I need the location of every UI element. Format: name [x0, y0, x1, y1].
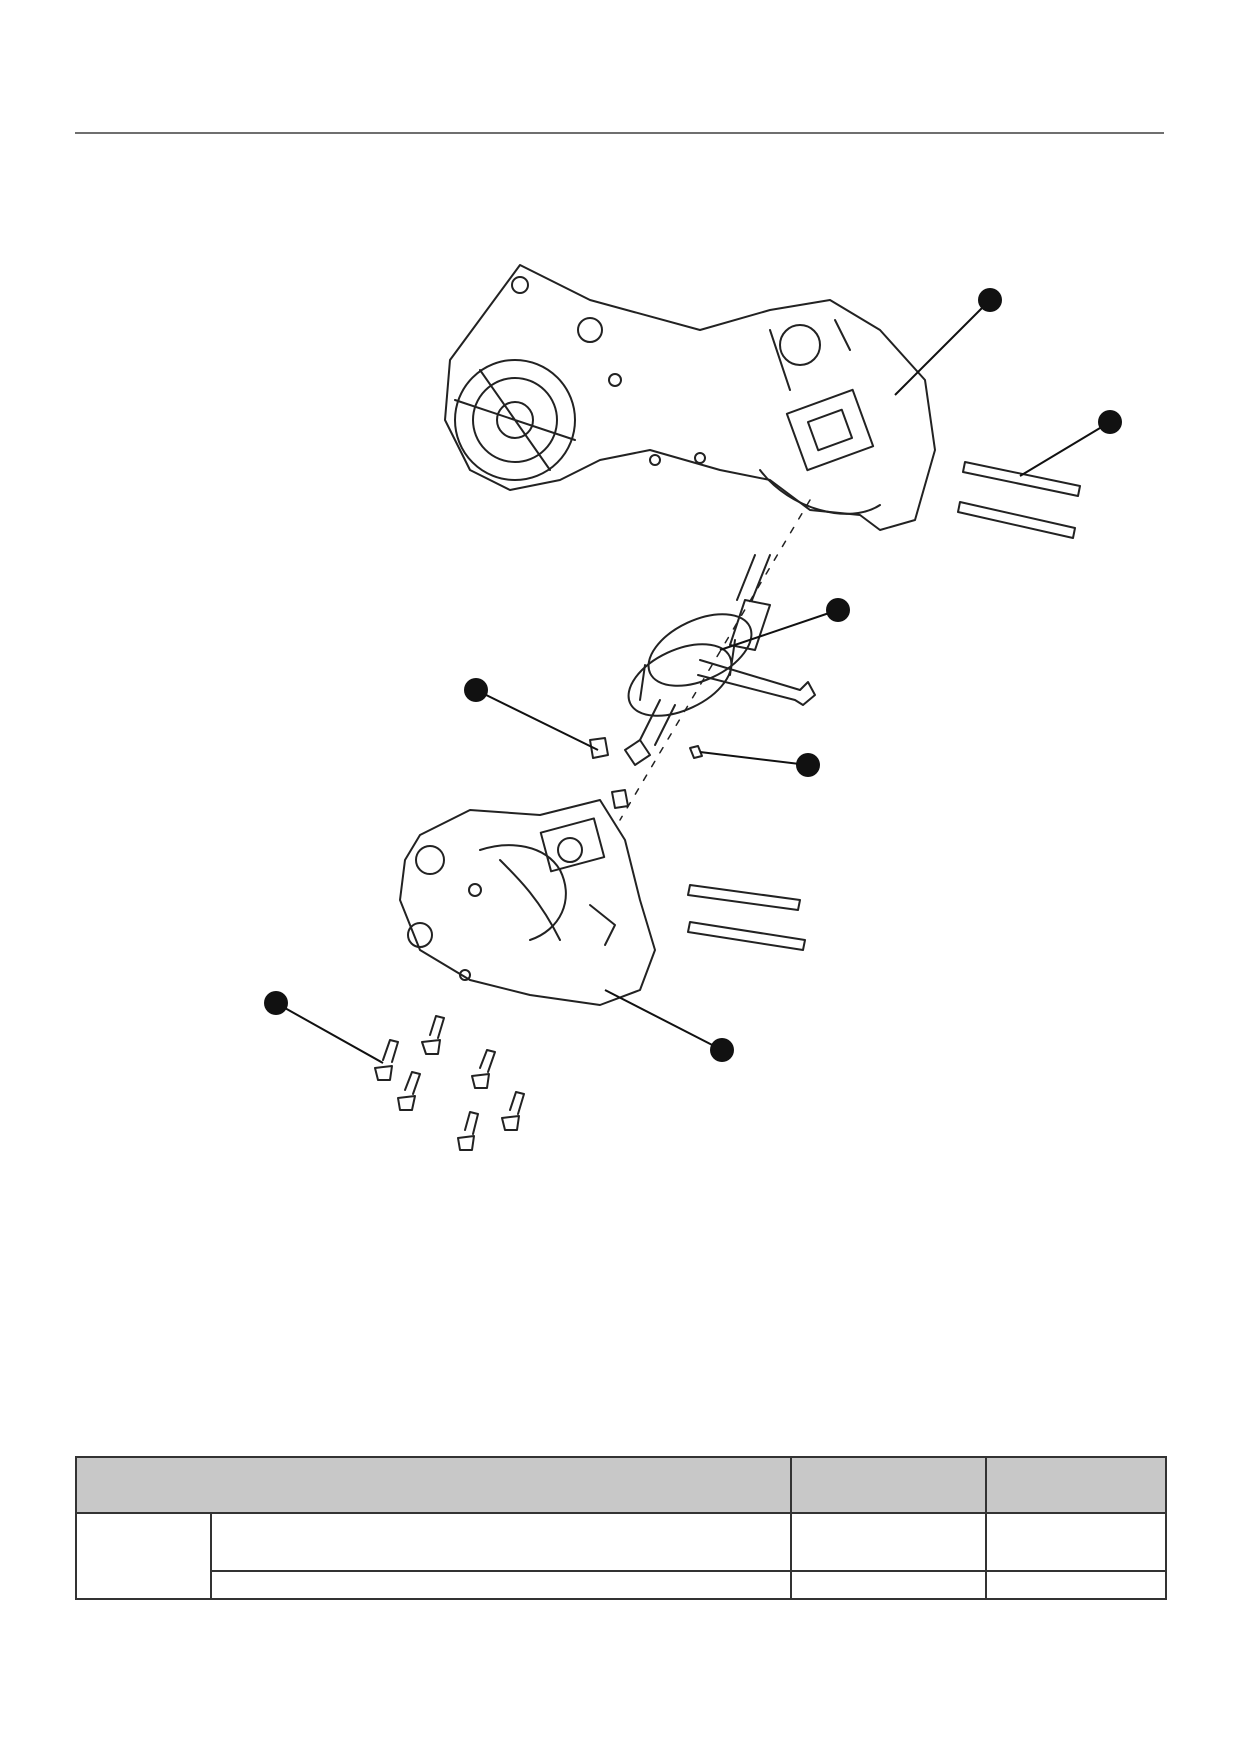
exploded-view-diagram [264, 264, 1122, 1151]
callout-dot-bushing [464, 678, 488, 702]
table-cell [210, 1512, 792, 1572]
bolt-icon [374, 1015, 525, 1151]
table-cell [210, 1570, 792, 1600]
callout-dot-crankcase-left [978, 288, 1002, 312]
table-group-label [75, 1512, 212, 1600]
pin-icon [957, 461, 1081, 539]
table-cell [790, 1512, 987, 1572]
crankcase-right-icon [399, 799, 656, 1006]
table-header-cell [75, 1456, 792, 1514]
key-icon [689, 745, 703, 759]
pin-icon [687, 884, 806, 951]
callout-dot-bolts [264, 991, 288, 1015]
table-cell [985, 1512, 1167, 1572]
callout-dot-pins [1098, 410, 1122, 434]
callout-dot-crankshaft [826, 598, 850, 622]
table-row [75, 1512, 1167, 1600]
table-header-cell [790, 1456, 987, 1514]
table-cell [985, 1570, 1167, 1600]
table-cell [790, 1570, 987, 1600]
header-rule [75, 132, 1164, 134]
crankcase-left-icon [444, 264, 936, 531]
crankshaft-icon [624, 554, 816, 766]
callout-dot-crankcase-right [710, 1038, 734, 1062]
table-header-cell [985, 1456, 1167, 1514]
torque-spec-table [75, 1456, 1167, 1600]
table-row [76, 1570, 1167, 1600]
table-header-row [75, 1456, 1167, 1514]
callout-dot-key [796, 753, 820, 777]
